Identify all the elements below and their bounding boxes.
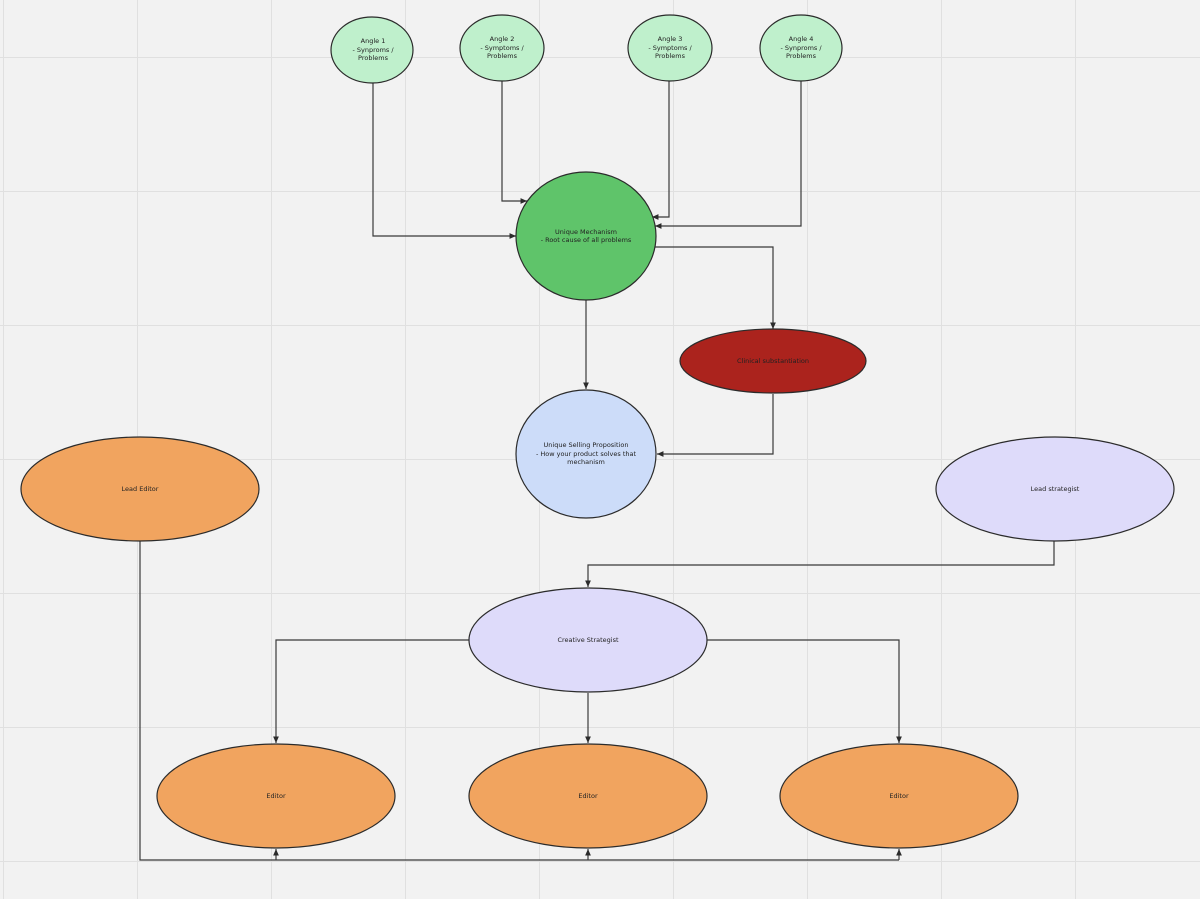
- mechanism-label: Unique Mechanism - Root cause of all pro…: [540, 227, 632, 245]
- nodes: [20, 14, 1175, 849]
- node-lead-editor[interactable]: [20, 436, 260, 542]
- node-editor-3[interactable]: [779, 743, 1019, 849]
- connector-leadeditor-editors[interactable]: [139, 541, 899, 861]
- node-clinical[interactable]: [679, 328, 867, 394]
- angle4-label: Angle 4 - Synproms / Problems: [780, 35, 822, 61]
- editor-3-label: Editor: [889, 791, 909, 800]
- editor-1-label: Editor: [266, 791, 286, 800]
- angle3-label: Angle 3 - Symptoms / Problems: [648, 35, 692, 61]
- connector-creativestrategist-editor1[interactable]: [273, 639, 470, 743]
- connector-leadstrategist-creativestrategist[interactable]: [585, 541, 1055, 587]
- node-creative-strategist[interactable]: [468, 587, 708, 693]
- connector-clinical-usp[interactable]: [657, 394, 774, 457]
- node-angle2[interactable]: [459, 14, 545, 82]
- angle1-label: Angle 1 - Synproms / Problems: [352, 37, 394, 63]
- connector-angle2-mechanism[interactable]: [501, 80, 527, 204]
- connector-angle4-mechanism[interactable]: [655, 80, 802, 229]
- node-angle3[interactable]: [627, 14, 713, 82]
- node-editor-1[interactable]: [156, 743, 396, 849]
- usp-label: Unique Selling Proposition - How your pr…: [535, 441, 637, 467]
- node-angle4[interactable]: [759, 14, 843, 82]
- connector-mechanism-clinical[interactable]: [652, 246, 776, 329]
- node-mechanism[interactable]: [515, 171, 657, 301]
- node-angle1[interactable]: [330, 16, 414, 84]
- node-editor-2[interactable]: [468, 743, 708, 849]
- lead-editor-label: Lead Editor: [121, 484, 159, 493]
- clinical-label: Clinical substantiation: [737, 356, 809, 365]
- angle2-label: Angle 2 - Symptoms / Problems: [480, 35, 524, 61]
- connector-angle3-mechanism[interactable]: [652, 80, 670, 220]
- node-lead-strategist[interactable]: [935, 436, 1175, 542]
- editor-2-label: Editor: [578, 791, 598, 800]
- connector-creativestrategist-editor3[interactable]: [706, 639, 902, 743]
- node-usp[interactable]: [515, 389, 657, 519]
- connector-angle1-mechanism[interactable]: [372, 82, 516, 239]
- connectors: [139, 80, 1055, 861]
- lead-strategist-label: Lead strategist: [1030, 484, 1080, 493]
- creative-strategist-label: Creative Strategist: [557, 635, 619, 644]
